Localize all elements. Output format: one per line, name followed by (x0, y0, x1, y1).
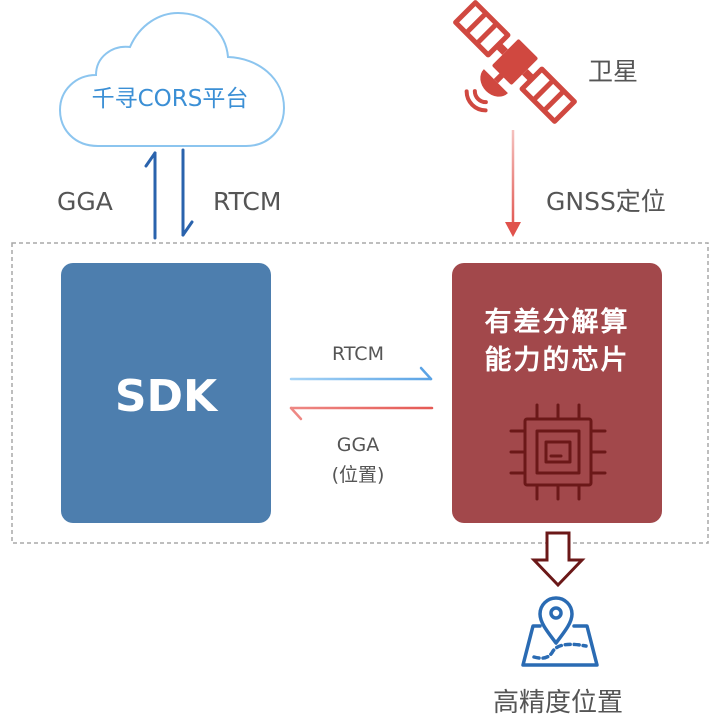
satellite-icon (453, 0, 577, 124)
gga-to-sdk-arrow (289, 406, 434, 421)
sdk-box (61, 263, 271, 523)
chip-label-line1: 有差分解算 (485, 306, 630, 338)
system-boundary (11, 242, 709, 544)
chip-box (452, 263, 662, 523)
gnss-label: GNSS定位 (546, 187, 666, 216)
output-label: 高精度位置 (493, 688, 623, 718)
rtcm-to-chip-arrow (289, 366, 433, 381)
gga-link-sublabel: (位置) (332, 464, 385, 486)
rtcm-downlink-label: RTCM (213, 187, 281, 216)
cloud-label: 千寻CORS平台 (92, 86, 249, 112)
gga-uplink-label: GGA (57, 187, 113, 216)
sdk-label: SDK (115, 371, 219, 422)
gga-link-label: GGA (337, 434, 379, 456)
rtcm-link-label: RTCM (332, 343, 384, 365)
chip-label-line2: 能力的芯片 (485, 344, 630, 376)
cloud-icon (58, 11, 286, 147)
satellite-label: 卫星 (588, 57, 638, 86)
rtcm-downlink-arrow (181, 148, 194, 237)
chip-icon (509, 403, 607, 501)
map-pin-icon (521, 596, 599, 667)
gnss-arrow (505, 130, 521, 237)
gga-uplink-arrow (144, 151, 157, 240)
hollow-down-arrow-icon (530, 531, 586, 588)
